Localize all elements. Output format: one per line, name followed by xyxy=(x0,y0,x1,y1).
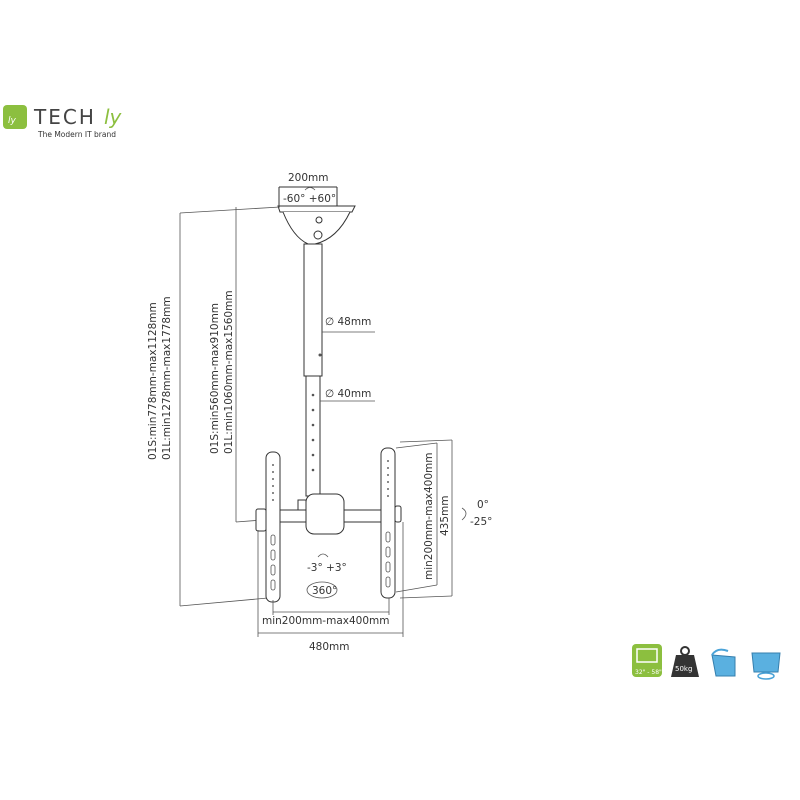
logo-text: TECH xyxy=(33,105,96,129)
svg-text:ly: ly xyxy=(8,116,17,126)
total-height-01l: 01L:min1278mm-max1778mm xyxy=(161,296,173,460)
rail-height-label: 435mm xyxy=(439,496,451,537)
pole-inner-label: ∅ 40mm xyxy=(325,388,371,400)
techly-logo: ly TECH ly The Modern IT brand xyxy=(3,105,123,139)
weight-icon: 50kg xyxy=(671,646,699,677)
pole-height-01l: 01L:min1060mm-max1560mm xyxy=(223,290,235,454)
svg-text:50kg: 50kg xyxy=(675,665,692,673)
rotate-360-label: 360° xyxy=(312,585,337,597)
tilt-arrow-icon xyxy=(461,507,467,521)
swivel-icon xyxy=(751,652,781,680)
vesa-horizontal-label: min200mm-max400mm xyxy=(262,615,389,627)
tv-screen-size-icon: 32" - 58" xyxy=(632,644,662,677)
svg-text:32" - 58": 32" - 58" xyxy=(635,669,662,676)
tilt-bottom-label: -25° xyxy=(470,516,492,528)
logo-tagline: The Modern IT brand xyxy=(37,130,116,139)
center-clamp xyxy=(305,493,345,535)
right-rail xyxy=(380,447,396,599)
total-height-01s: 01S:min778mm-max1128mm xyxy=(147,302,159,460)
svg-text:ly: ly xyxy=(104,105,123,129)
pole-height-01s: 01S:min560mm-max910mm xyxy=(209,303,221,454)
rotate-360-icon xyxy=(306,581,338,599)
swivel-label: -60° +60° xyxy=(283,193,336,205)
pole-outer-label: ∅ 48mm xyxy=(325,316,371,328)
logo-mark-icon xyxy=(3,105,27,129)
vesa-vertical-label: min200mm-max400mm xyxy=(423,453,435,580)
left-rail xyxy=(265,451,281,603)
total-width-label: 480mm xyxy=(309,641,350,653)
rotation-label: -3° +3° xyxy=(307,562,347,574)
tilt-top-label: 0° xyxy=(477,499,489,511)
tilt-icon xyxy=(711,648,736,677)
plate-width-label: 200mm xyxy=(288,172,329,184)
rotation-arrow-icon xyxy=(317,553,329,558)
